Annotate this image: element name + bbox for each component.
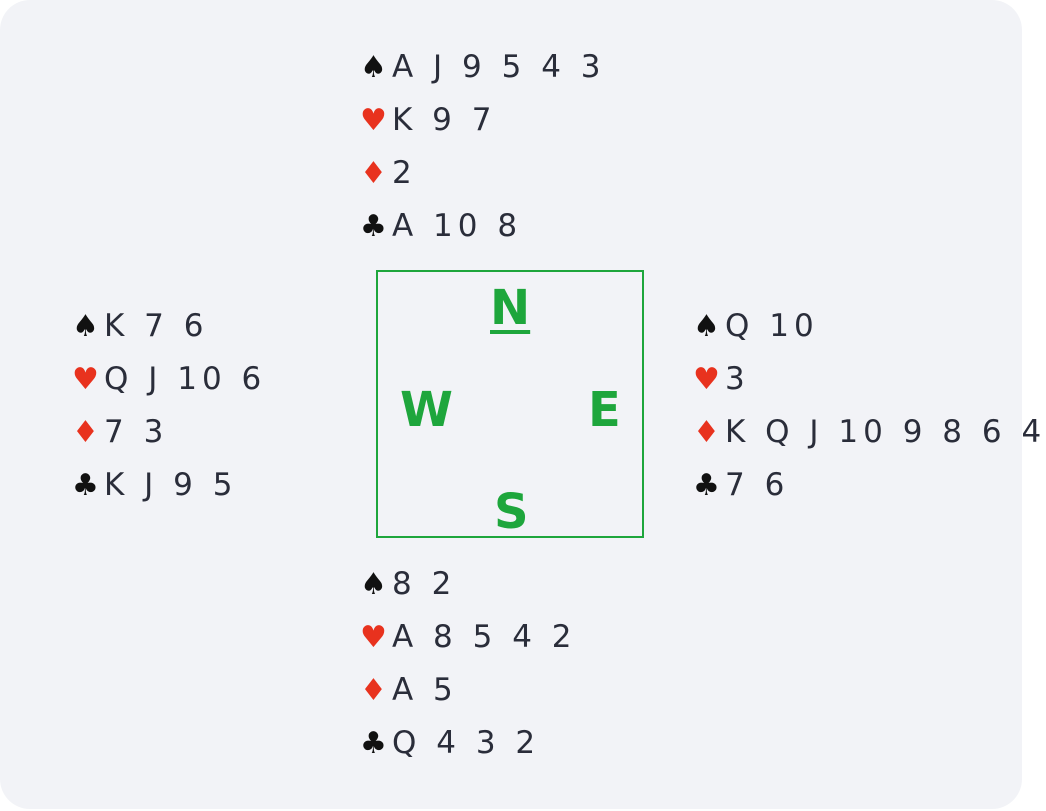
north-spades-cards: A J 9 5 4 3 [392, 49, 606, 85]
compass-north-label: N [490, 280, 531, 336]
south-hearts-row: ♥ A 8 5 4 2 [360, 611, 577, 664]
heart-icon: ♥ [360, 103, 387, 138]
south-diamonds-cards: A 5 [392, 672, 458, 708]
diamond-icon: ♦ [72, 415, 99, 450]
club-icon: ♣ [360, 726, 387, 761]
south-spades-cards: 8 2 [392, 566, 457, 602]
south-hand: ♠ 8 2 ♥ A 8 5 4 2 ♦ A 5 ♣ Q 4 3 2 [360, 558, 577, 770]
east-clubs-cards: 7 6 [725, 467, 790, 503]
north-clubs-row: ♣ A 10 8 [360, 200, 606, 253]
east-hearts-cards: 3 [725, 361, 750, 397]
west-diamonds-row: ♦ 7 3 [72, 406, 266, 459]
south-clubs-cards: Q 4 3 2 [392, 725, 541, 761]
south-diamonds-row: ♦ A 5 [360, 664, 577, 717]
east-hand: ♠ Q 10 ♥ 3 ♦ K Q J 10 9 8 6 4 ♣ 7 6 [693, 300, 1046, 512]
compass-east-label: E [588, 382, 621, 438]
east-clubs-row: ♣ 7 6 [693, 459, 1046, 512]
west-hearts-row: ♥ Q J 10 6 [72, 353, 266, 406]
west-spades-cards: K 7 6 [104, 308, 209, 344]
club-icon: ♣ [72, 468, 99, 503]
west-hand: ♠ K 7 6 ♥ Q J 10 6 ♦ 7 3 ♣ K J 9 5 [72, 300, 266, 512]
heart-icon: ♥ [693, 362, 720, 397]
diamond-icon: ♦ [693, 415, 720, 450]
north-diamonds-row: ♦ 2 [360, 147, 606, 200]
east-hearts-row: ♥ 3 [693, 353, 1046, 406]
east-diamonds-cards: K Q J 10 9 8 6 4 [725, 414, 1046, 450]
south-clubs-row: ♣ Q 4 3 2 [360, 717, 577, 770]
spade-icon: ♠ [693, 309, 720, 344]
diamond-icon: ♦ [360, 156, 387, 191]
south-hearts-cards: A 8 5 4 2 [392, 619, 577, 655]
diamond-icon: ♦ [360, 673, 387, 708]
north-clubs-cards: A 10 8 [392, 208, 523, 244]
north-hearts-cards: K 9 7 [392, 102, 497, 138]
east-spades-cards: Q 10 [725, 308, 819, 344]
spade-icon: ♠ [72, 309, 99, 344]
north-hearts-row: ♥ K 9 7 [360, 94, 606, 147]
club-icon: ♣ [360, 209, 387, 244]
west-diamonds-cards: 7 3 [104, 414, 169, 450]
spade-icon: ♠ [360, 50, 387, 85]
west-hearts-cards: Q J 10 6 [104, 361, 267, 397]
north-spades-row: ♠ A J 9 5 4 3 [360, 41, 606, 94]
south-spades-row: ♠ 8 2 [360, 558, 577, 611]
north-diamonds-cards: 2 [392, 155, 417, 191]
compass-west-label: W [400, 382, 453, 438]
club-icon: ♣ [693, 468, 720, 503]
west-spades-row: ♠ K 7 6 [72, 300, 266, 353]
compass-south-label: S [494, 484, 529, 540]
compass-box: N W E S [376, 270, 644, 538]
heart-icon: ♥ [72, 362, 99, 397]
spade-icon: ♠ [360, 567, 387, 602]
north-hand: ♠ A J 9 5 4 3 ♥ K 9 7 ♦ 2 ♣ A 10 8 [360, 41, 606, 253]
west-clubs-row: ♣ K J 9 5 [72, 459, 266, 512]
east-spades-row: ♠ Q 10 [693, 300, 1046, 353]
east-diamonds-row: ♦ K Q J 10 9 8 6 4 [693, 406, 1046, 459]
west-clubs-cards: K J 9 5 [104, 467, 238, 503]
heart-icon: ♥ [360, 620, 387, 655]
